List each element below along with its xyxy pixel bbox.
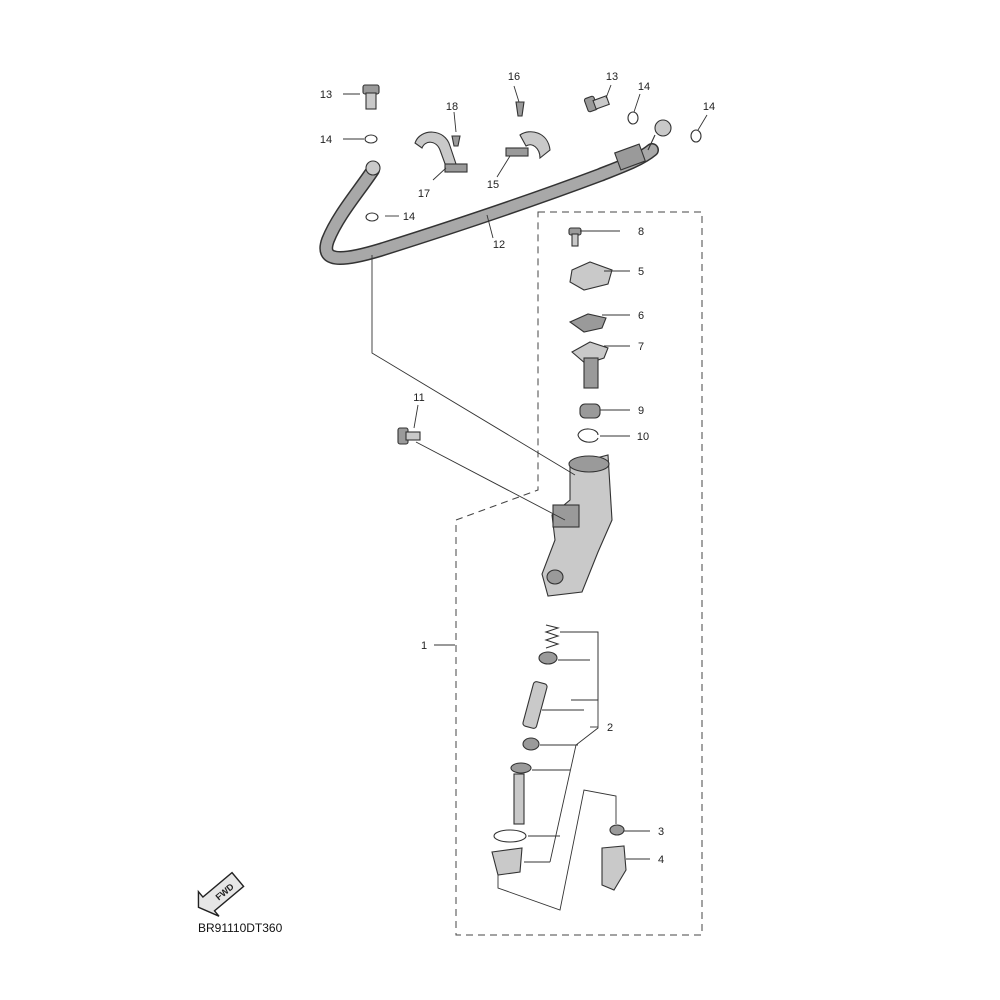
o-ring	[493, 829, 527, 843]
hose-clamp-left	[414, 131, 468, 173]
cup-lower	[522, 737, 540, 751]
callout-15: 15	[487, 179, 499, 191]
callout-10: 10	[637, 431, 649, 443]
callout-13-right: 13	[606, 71, 618, 83]
callout-18: 18	[446, 101, 458, 113]
callout-9: 9	[638, 405, 644, 417]
push-rod	[513, 773, 525, 825]
screw-16	[515, 101, 525, 117]
piston	[522, 681, 548, 729]
diaphragm	[571, 341, 609, 389]
callout-14-right-a: 14	[638, 81, 650, 93]
callout-12: 12	[493, 239, 505, 251]
reservoir-cap	[569, 261, 613, 291]
callout-3: 3	[658, 826, 664, 838]
union-bolt-left	[362, 84, 380, 110]
union-bolt-right	[583, 95, 610, 113]
callout-8: 8	[638, 226, 644, 238]
brake-hose	[319, 119, 672, 265]
callout-labels: 13 14 14 18 17 16 15 13 14 14 12 8 5 6 7…	[320, 71, 715, 866]
washer-left-upper	[364, 134, 378, 144]
callout-14-left-lower: 14	[403, 211, 415, 223]
screw-18	[451, 135, 461, 147]
diaphragm-plate	[568, 313, 607, 333]
cap-screw	[568, 227, 582, 247]
washer-right-a	[627, 111, 639, 125]
boot	[491, 847, 523, 876]
spring	[544, 624, 560, 649]
diagram-code: BR91110DT360	[198, 921, 283, 935]
callout-2: 2	[607, 722, 613, 734]
callout-1: 1	[421, 640, 427, 652]
callout-6: 6	[638, 310, 644, 322]
cup-upper	[538, 651, 558, 665]
washer-right-b	[690, 129, 702, 143]
leader-lines	[343, 84, 708, 911]
hose-clamp-right	[505, 131, 551, 160]
circlip	[577, 428, 599, 443]
callout-5: 5	[638, 266, 644, 278]
callout-16: 16	[508, 71, 520, 83]
callout-17: 17	[418, 188, 430, 200]
nut	[609, 824, 625, 836]
callout-11: 11	[413, 392, 424, 404]
union-bolt-11	[397, 427, 421, 445]
clevis	[601, 845, 627, 891]
master-cylinder-body	[541, 454, 613, 597]
callout-4: 4	[658, 854, 664, 866]
callout-14-left-upper: 14	[320, 134, 332, 146]
callout-7: 7	[638, 341, 644, 353]
assembly-boundary	[455, 211, 703, 936]
callout-14-right-b: 14	[703, 101, 715, 113]
grommet	[579, 403, 601, 419]
push-rod-washer	[510, 762, 532, 774]
callout-13-left: 13	[320, 89, 332, 101]
washer-left-lower	[365, 212, 379, 222]
fwd-arrow-icon: FWD	[197, 871, 245, 917]
